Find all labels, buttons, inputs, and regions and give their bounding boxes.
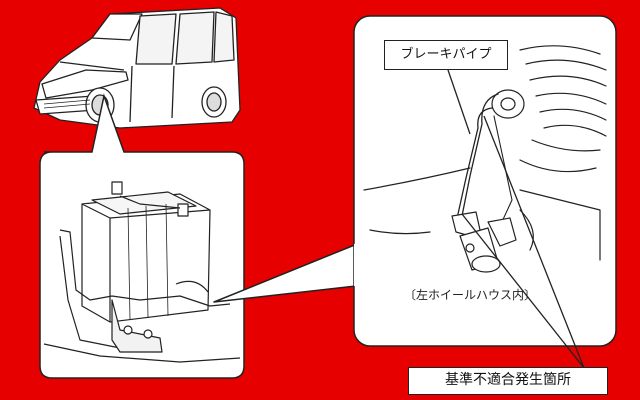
defect-leader-2 — [461, 213, 585, 369]
brake-pipe-label: ブレーキパイプ — [384, 40, 508, 70]
wheelhouse-illustration — [363, 45, 607, 273]
battery-illustration — [43, 181, 241, 363]
car-illustration — [33, 7, 241, 129]
brake-pipe-leader — [447, 69, 471, 135]
detail-callout — [353, 15, 617, 347]
wheelhouse-caption: 〔左ホイールハウス内〕 — [404, 288, 537, 302]
defect-location-label: 基準不適合発生箇所 — [408, 367, 608, 395]
defect-leader-1 — [483, 115, 585, 369]
